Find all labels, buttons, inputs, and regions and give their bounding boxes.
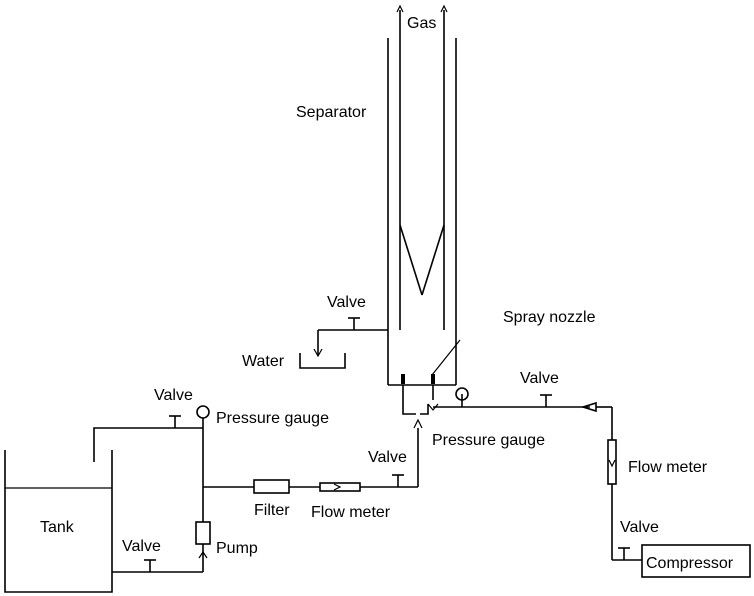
filter-label: Filter bbox=[254, 502, 290, 519]
gas-label: Gas bbox=[407, 15, 436, 32]
valve-top-left-symbol bbox=[169, 415, 181, 428]
water-basin bbox=[299, 353, 346, 369]
pump-symbol bbox=[195, 521, 211, 545]
spray-nozzle bbox=[401, 339, 461, 415]
gas-outlet-arrows bbox=[396, 4, 448, 13]
valve-tank-symbol bbox=[144, 559, 156, 572]
filter-symbol bbox=[253, 479, 290, 494]
valve-water-label: Valve bbox=[327, 294, 366, 311]
flow-meter-liquid-label: Flow meter bbox=[311, 504, 391, 521]
separator bbox=[387, 10, 457, 386]
valve-liquid-symbol bbox=[392, 474, 404, 487]
pump-label: Pump bbox=[216, 540, 258, 557]
valve-air-label: Valve bbox=[520, 370, 559, 387]
separator-label: Separator bbox=[296, 104, 367, 121]
flow-meter-air-label: Flow meter bbox=[628, 459, 708, 476]
valve-liquid-label: Valve bbox=[368, 449, 407, 466]
pressure-gauge-left-label: Pressure gauge bbox=[216, 410, 329, 427]
valve-compressor-symbol bbox=[618, 547, 630, 560]
water-outlet-line bbox=[299, 317, 388, 369]
compressor-label: Compressor bbox=[646, 555, 734, 572]
valve-top-left-label: Valve bbox=[154, 387, 193, 404]
pressure-gauge-air-symbol bbox=[455, 387, 469, 401]
compressor-box bbox=[641, 544, 751, 578]
valve-compressor-label: Valve bbox=[620, 519, 659, 536]
spray-nozzle-label: Spray nozzle bbox=[503, 309, 596, 326]
valve-air-symbol bbox=[540, 394, 552, 407]
air-line bbox=[433, 387, 751, 578]
tank bbox=[4, 450, 113, 593]
valve-tank-label: Valve bbox=[122, 538, 161, 555]
valve-water-symbol bbox=[348, 317, 360, 330]
tank-label: Tank bbox=[40, 519, 75, 536]
water-label: Water bbox=[242, 353, 285, 370]
pressure-gauge-air-label: Pressure gauge bbox=[432, 432, 545, 449]
pressure-gauge-left-symbol bbox=[196, 405, 210, 419]
liquid-loop bbox=[93, 405, 423, 573]
flow-meter-air-symbol bbox=[607, 439, 617, 485]
